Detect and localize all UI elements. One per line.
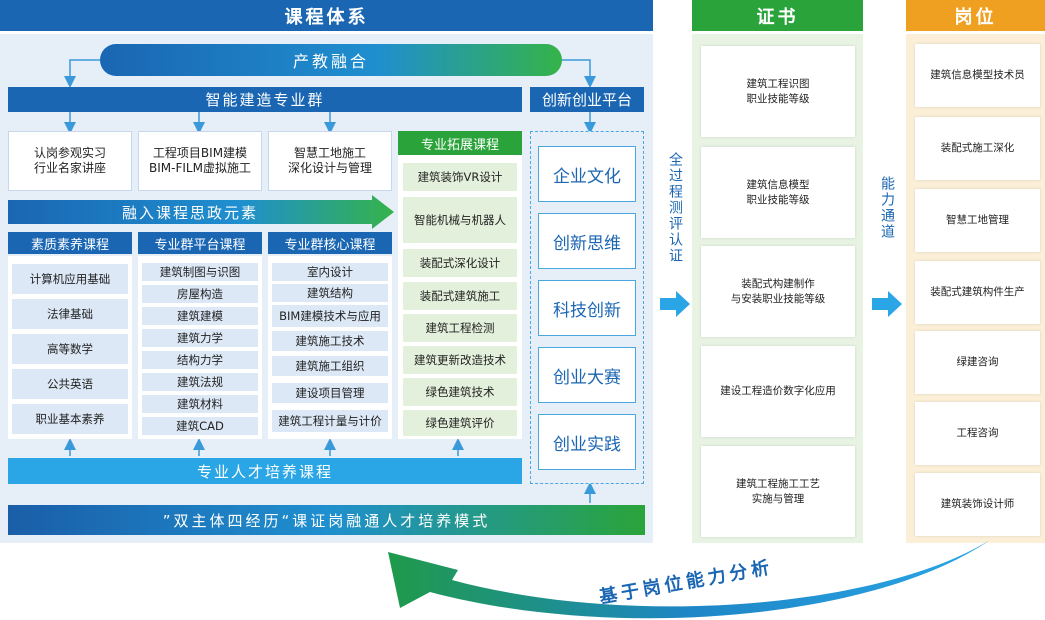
quality-item: 职业基本素养	[12, 404, 128, 434]
platform-course-item: 建筑建模	[142, 307, 258, 325]
quality-title: 素质素养课程	[8, 232, 132, 254]
expansion-item: 装配式深化设计	[403, 249, 517, 277]
core-course-item: 建筑结构	[272, 284, 388, 302]
position-card: 装配式施工深化	[915, 117, 1040, 180]
position-card: 工程咨询	[915, 402, 1040, 465]
platform-course-item: 建筑CAD	[142, 417, 258, 435]
core-course-item: 建筑施工技术	[272, 331, 388, 351]
expansion-title: 专业拓展课程	[398, 131, 522, 155]
position-card: 智慧工地管理	[915, 189, 1040, 252]
platform-title-bar: 创新创业平台	[530, 87, 644, 112]
core-course-item: 建设项目管理	[272, 383, 388, 403]
core-course-item: 室内设计	[272, 263, 388, 281]
expansion-item: 建筑装饰VR设计	[403, 163, 517, 191]
channel-right-label: 能力通道	[879, 176, 895, 240]
expansion-item: 绿色建筑评价	[403, 410, 517, 436]
platform-course-item: 房屋构造	[142, 285, 258, 303]
expansion-item: 智能机械与机器人	[403, 197, 517, 243]
core-course-title: 专业群核心课程	[268, 232, 392, 254]
certificate-card: 装配式构建制作 与安装职业技能等级	[701, 246, 855, 337]
innovation-item: 创业大赛	[538, 347, 636, 403]
top-box-2: 工程项目BIM建模 BIM-FILM虚拟施工	[138, 131, 262, 191]
innovation-item: 创业实践	[538, 414, 636, 470]
innovation-item: 科技创新	[538, 280, 636, 336]
platform-course-item: 建筑材料	[142, 395, 258, 413]
innovation-item: 企业文化	[538, 146, 636, 202]
certificate-card: 建筑信息模型 职业技能等级	[701, 147, 855, 238]
position-card: 建筑装饰设计师	[915, 473, 1040, 536]
expansion-item: 绿色建筑技术	[403, 378, 517, 406]
expansion-item: 建筑工程检测	[403, 314, 517, 342]
expansion-item: 建筑更新改造技术	[403, 346, 517, 374]
integration-pill: 产教融合	[100, 44, 562, 76]
platform-course-item: 建筑法规	[142, 373, 258, 391]
platform-course-item: 建筑力学	[142, 329, 258, 347]
innovation-item: 创新思维	[538, 213, 636, 269]
ideology-label: 融入课程思政元素	[121, 203, 258, 222]
connector-lines	[64, 59, 596, 503]
core-course-item: 建筑工程计量与计价	[272, 410, 388, 432]
quality-item: 公共英语	[12, 369, 128, 399]
core-course-item: 建筑施工组织	[272, 356, 388, 376]
mode-banner: ”双主体四经历“课证岗融通人才培养模式	[8, 505, 645, 535]
header-certificate: 证书	[692, 0, 863, 31]
arrow-right-icon	[660, 291, 690, 317]
certificate-card: 建筑工程施工工艺 实施与管理	[701, 446, 855, 537]
header-curriculum: 课程体系	[0, 0, 653, 31]
top-box-3: 智慧工地施工 深化设计与管理	[268, 131, 392, 191]
header-position: 岗位	[906, 0, 1045, 31]
certificate-card: 建筑工程识图 职业技能等级	[701, 46, 855, 137]
platform-course-title: 专业群平台课程	[138, 232, 262, 254]
position-card: 装配式建筑构件生产	[915, 261, 1040, 324]
position-card: 绿建咨询	[915, 331, 1040, 394]
position-card: 建筑信息模型技术员	[915, 44, 1040, 107]
platform-course-item: 建筑制图与识图	[142, 263, 258, 281]
quality-item: 法律基础	[12, 299, 128, 329]
certificate-card: 建设工程造价数字化应用	[701, 346, 855, 437]
talent-course-bar: 专业人才培养课程	[8, 458, 522, 484]
quality-item: 高等数学	[12, 334, 128, 364]
cluster-bar: 智能建造专业群	[8, 87, 522, 112]
arrow-right-icon	[872, 291, 902, 317]
top-box-1: 认岗参观实习 行业名家讲座	[8, 131, 132, 191]
expansion-item: 装配式建筑施工	[403, 282, 517, 310]
ideology-arrow	[8, 195, 394, 229]
core-course-item: BIM建模技术与应用	[272, 305, 388, 327]
channel-left-label: 全过程测评认证	[667, 152, 683, 264]
quality-item: 计算机应用基础	[12, 264, 128, 294]
curved-arrow	[388, 540, 990, 619]
platform-course-item: 结构力学	[142, 351, 258, 369]
